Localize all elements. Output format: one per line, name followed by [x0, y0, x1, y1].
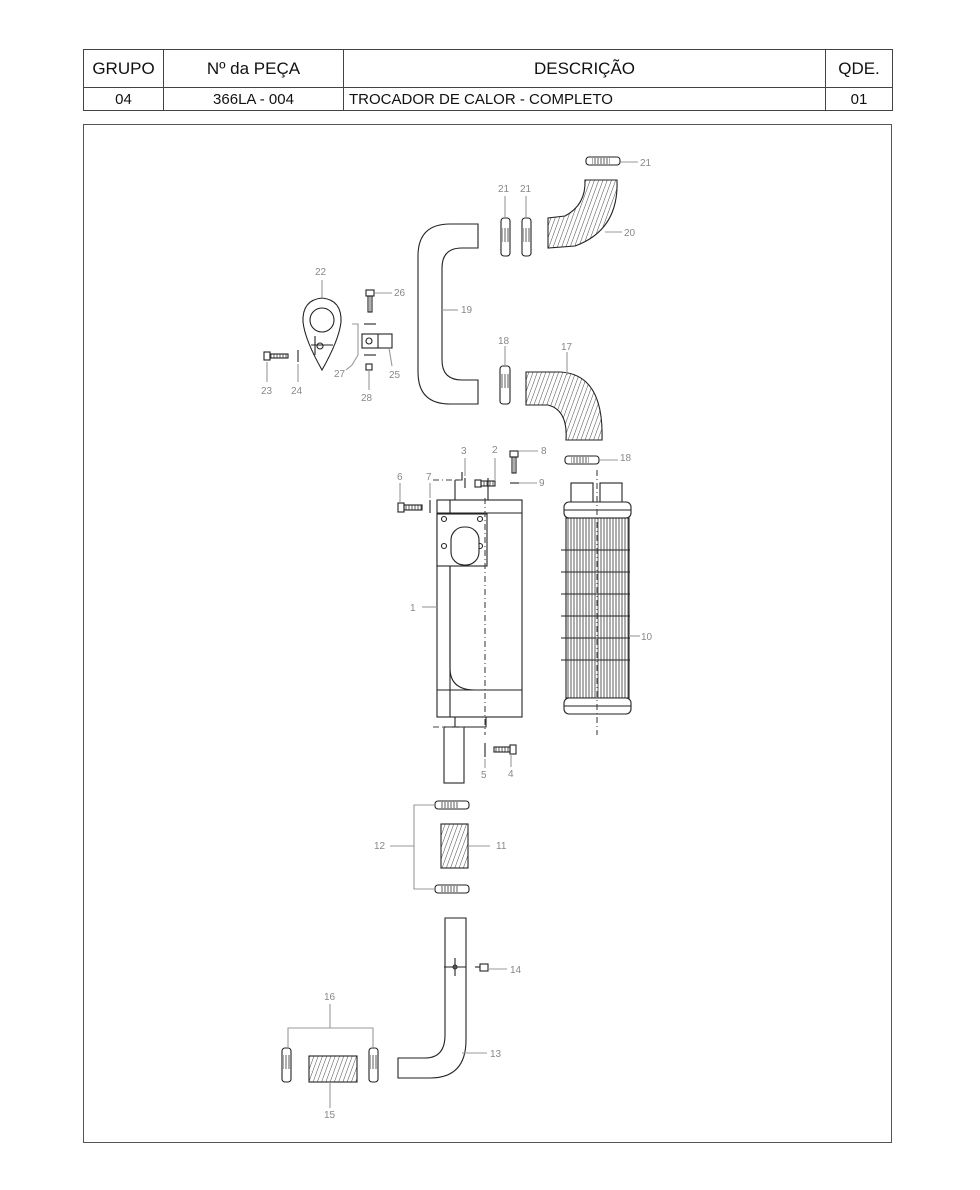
- header-values-row: 04 366LA - 004 TROCADOR DE CALOR - COMPL…: [83, 87, 893, 111]
- hose-15-clamps-16: [281, 1004, 379, 1108]
- callout-1: 1: [410, 603, 416, 614]
- callout-11: 11: [496, 841, 507, 852]
- callout-18-right: 18: [620, 453, 632, 464]
- callout-21-top: 21: [640, 158, 652, 169]
- clamps-21-pair: [500, 196, 532, 257]
- callout-17: 17: [561, 342, 573, 353]
- spacer-25-27-28: [345, 323, 393, 390]
- bracket-22: [302, 280, 342, 372]
- clamp-18-right: [564, 455, 618, 465]
- qde-value: 01: [825, 87, 893, 111]
- callout-3: 3: [461, 446, 467, 457]
- tube-core-10: [561, 470, 640, 735]
- peca-value: 366LA - 004: [163, 87, 344, 111]
- u-hose-19: [417, 223, 479, 405]
- callout-12: 12: [374, 841, 386, 852]
- elbow-hose-17: [525, 352, 603, 441]
- callout-14: 14: [510, 965, 522, 976]
- callout-7: 7: [426, 472, 432, 483]
- callout-15: 15: [324, 1110, 336, 1121]
- col-grupo-header: GRUPO: [83, 49, 164, 88]
- clamp-21-top: [585, 156, 638, 166]
- bolt-26: [365, 289, 392, 313]
- callout-21-left: 21: [498, 184, 510, 195]
- callout-26: 26: [394, 288, 406, 299]
- callout-13: 13: [490, 1049, 502, 1060]
- callout-24: 24: [291, 386, 303, 397]
- callout-16: 16: [324, 992, 336, 1003]
- callout-23: 23: [261, 386, 273, 397]
- callout-2: 2: [492, 445, 498, 456]
- clamp-18-middle: [499, 346, 511, 405]
- bolt-2-washer-3: [464, 458, 496, 488]
- callout-9: 9: [539, 478, 545, 489]
- callout-10: 10: [641, 632, 653, 643]
- callout-27: 27: [334, 369, 346, 380]
- drawing-frame: [83, 124, 892, 1143]
- callout-19: 19: [461, 305, 473, 316]
- tube-13-fitting-14: [397, 917, 507, 1079]
- callout-20: 20: [624, 228, 636, 239]
- header-table: GRUPO Nº da PEÇA DESCRIÇÃO QDE. 04 366LA…: [83, 49, 893, 111]
- callout-4: 4: [508, 769, 514, 780]
- hose-11-clamps-12: [390, 800, 490, 894]
- callout-labels: 21 21 21 20 19 18 17 18 22 26 27 25 28 2…: [261, 158, 653, 1121]
- bolt-23-washer-24: [263, 350, 299, 382]
- elbow-hose-20: [547, 179, 622, 249]
- callout-28: 28: [361, 393, 373, 404]
- callout-25: 25: [389, 370, 401, 381]
- housing-1: [422, 472, 523, 784]
- col-peca-header: Nº da PEÇA: [163, 49, 344, 88]
- descricao-value: TROCADOR DE CALOR - COMPLETO: [343, 87, 826, 111]
- header-labels-row: GRUPO Nº da PEÇA DESCRIÇÃO QDE.: [83, 49, 893, 88]
- col-qde-header: QDE.: [825, 49, 893, 88]
- callout-21-right: 21: [520, 184, 532, 195]
- callout-8: 8: [541, 446, 547, 457]
- bolt-6-washer-7: [397, 483, 431, 513]
- bolt-8-washer-9: [509, 450, 538, 484]
- callout-18-middle: 18: [498, 336, 510, 347]
- callout-5: 5: [481, 770, 487, 781]
- callout-22: 22: [315, 267, 327, 278]
- bolt-4-washer-5: [484, 743, 517, 768]
- callout-6: 6: [397, 472, 403, 483]
